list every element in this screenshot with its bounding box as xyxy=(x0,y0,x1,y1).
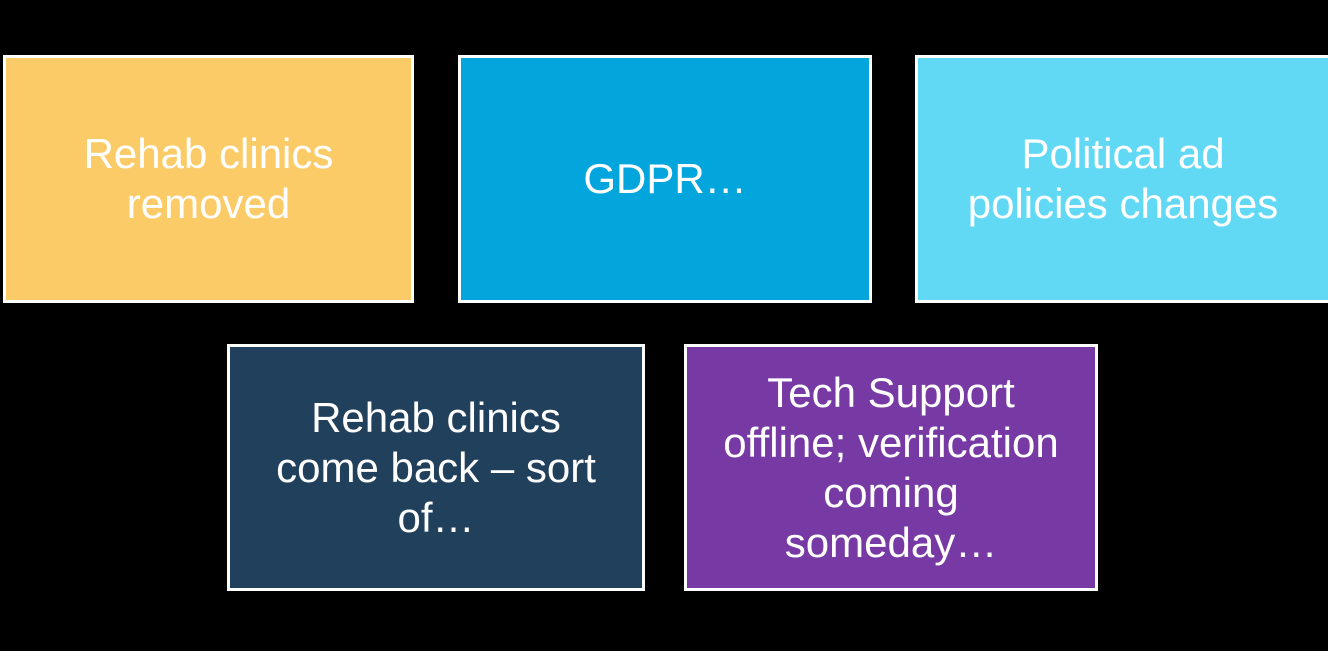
box-label-political-ad-policies-changes: Political ad policies changes xyxy=(967,130,1279,227)
box-political-ad-policies-changes[interactable]: Political ad policies changes xyxy=(915,55,1328,303)
box-label-rehab-clinics-removed: Rehab clinics removed xyxy=(83,130,334,227)
box-label-rehab-clinics-come-back: Rehab clinics come back – sort of… xyxy=(276,393,596,541)
box-gdpr[interactable]: GDPR… xyxy=(458,55,872,303)
box-tech-support-offline[interactable]: Tech Support offline; verification comin… xyxy=(684,344,1098,591)
box-label-gdpr: GDPR… xyxy=(583,155,747,202)
box-rehab-clinics-come-back[interactable]: Rehab clinics come back – sort of… xyxy=(227,344,645,591)
box-rehab-clinics-removed[interactable]: Rehab clinics removed xyxy=(3,55,414,303)
box-label-tech-support-offline: Tech Support offline; verification comin… xyxy=(723,368,1059,566)
